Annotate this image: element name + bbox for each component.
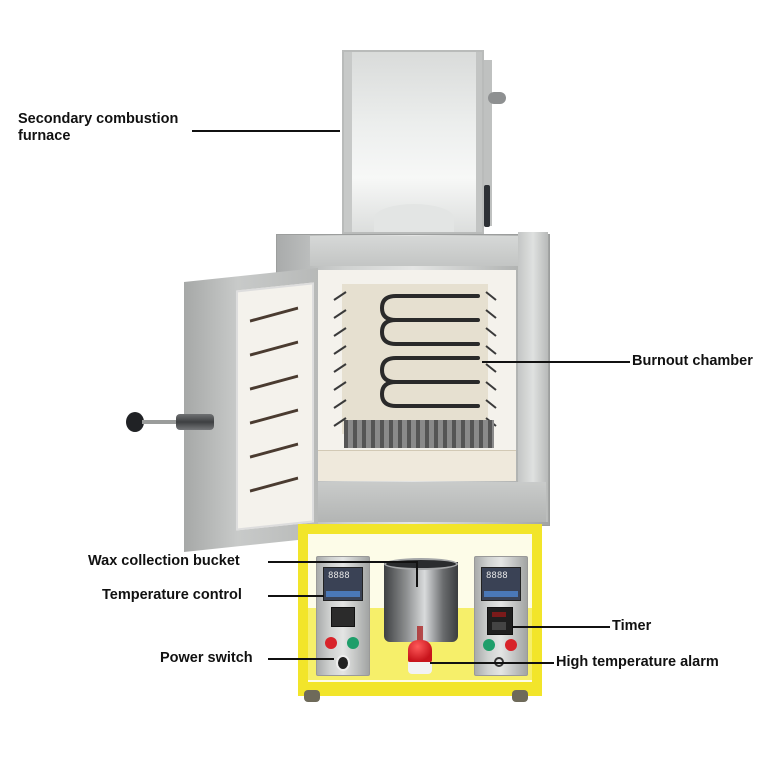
temperature-controller-right[interactable]: 8888 [481,567,521,601]
label-temperature-control: Temperature control [102,587,242,603]
secondary-furnace-dark-edge [484,185,490,227]
left-wall-ribs [333,291,347,427]
temperature-display-left: 8888 [328,571,350,581]
leader-timer [512,626,610,628]
red-indicator-button-right[interactable] [505,639,517,651]
temperature-controller-left[interactable]: 8888 [323,567,363,601]
right-wall-ribs [485,291,497,427]
high-temperature-alarm-beacon [408,626,432,676]
label-power-switch: Power switch [160,650,253,666]
door-ribs [249,306,299,493]
green-indicator-button-left[interactable] [347,637,359,649]
leader-temperature-control [268,595,324,597]
red-indicator-button-left[interactable] [325,637,337,649]
leader-wax-bucket [268,561,418,563]
door-handle-knob-icon [126,412,144,432]
left-control-box: 8888 [316,556,370,676]
label-secondary-combustion-furnace: Secondary combustion furnace [18,111,179,144]
door-handle[interactable] [124,410,220,436]
leader-secondary-combustion [192,130,340,132]
right-control-box: 8888 [474,556,528,676]
temperature-display-right: 8888 [486,571,508,581]
furnace-base-strip [300,482,546,522]
door-insulation [236,282,314,531]
leader-wax-bucket-drop [416,561,418,587]
meter-left [331,607,355,627]
leader-burnout-chamber [482,361,630,363]
secondary-combustion-furnace [342,50,484,234]
burnout-chamber-opening [318,270,516,481]
furnace-top-rim [310,236,520,266]
label-wax-collection-bucket: Wax collection bucket [88,553,240,569]
heating-element-icon [379,294,480,408]
furnace-right-panel [518,232,548,522]
label-high-temperature-alarm: High temperature alarm [556,654,719,670]
caster-wheel-left [304,690,320,702]
secondary-furnace-latch-icon [488,92,506,104]
caster-wheel-right [512,690,528,702]
chamber-floor [318,450,516,481]
timer-unit[interactable] [487,607,513,635]
label-timer: Timer [612,618,652,634]
hearth-grate [344,420,494,448]
furnace-door[interactable] [184,267,318,552]
leader-high-temperature-alarm [430,662,554,664]
secondary-furnace-side-panel [484,60,492,226]
green-indicator-button-right[interactable] [483,639,495,651]
power-switch-knob-icon[interactable] [336,655,350,671]
label-burnout-chamber: Burnout chamber [632,353,753,369]
leader-power-switch [268,658,334,660]
